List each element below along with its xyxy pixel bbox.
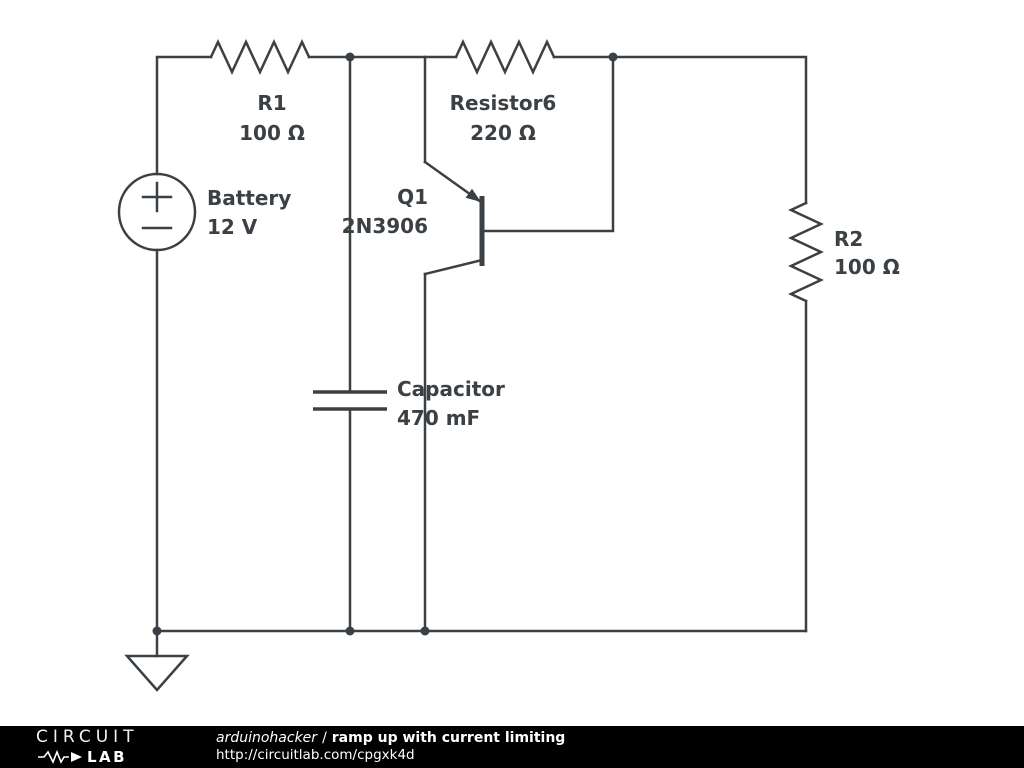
resistor-r1[interactable]: R1 100 Ω	[209, 39, 311, 145]
footer-meta: arduinohacker/ramp up with current limit…	[216, 730, 565, 764]
battery-circle	[117, 172, 197, 252]
wire	[480, 55, 615, 233]
capacitor-value: 470 mF	[397, 406, 480, 430]
logo-lab-text: LAB	[87, 747, 128, 766]
circuitlab-logo[interactable]: CIRCUIT LAB	[36, 726, 188, 766]
battery-value: 12 V	[207, 215, 258, 239]
battery-component[interactable]: Battery 12 V	[117, 172, 291, 252]
ground-triangle-icon	[124, 654, 190, 692]
r1-value: 100 Ω	[239, 121, 305, 145]
circuit-url[interactable]: http://circuitlab.com/cpgxk4d	[216, 747, 415, 764]
q1-value: 2N3906	[342, 214, 428, 238]
r2-label: R2	[834, 227, 863, 251]
collector-lead	[423, 258, 484, 276]
resistor6-label: Resistor6	[450, 91, 557, 115]
footer-bar: CIRCUIT LAB arduinohacker/ramp up with c…	[0, 726, 1024, 768]
schematic-canvas: Battery 12 V R1 100 Ω Resistor6 220 Ω Q1…	[117, 39, 900, 692]
resistor-r2[interactable]: R2 100 Ω	[788, 201, 900, 303]
resistor6-value: 220 Ω	[470, 121, 536, 145]
transistor-q1[interactable]: Q1 2N3906	[342, 160, 485, 276]
r1-label: R1	[257, 91, 286, 115]
junction-dots	[152, 52, 618, 636]
logo-waveform-icon	[38, 749, 82, 764]
battery-label: Battery	[207, 186, 291, 210]
logo-circuit-text: CIRCUIT	[36, 726, 139, 747]
wire	[552, 55, 808, 205]
junction-dot	[152, 626, 162, 636]
capacitor-component[interactable]: Capacitor 470 mF	[313, 377, 505, 430]
junction-dot	[608, 52, 618, 62]
resistor-r6[interactable]: Resistor6 220 Ω	[450, 39, 557, 145]
q1-label: Q1	[397, 185, 428, 209]
junction-dot	[420, 626, 430, 636]
capacitor-label: Capacitor	[397, 377, 505, 401]
r2-value: 100 Ω	[834, 255, 900, 279]
wire	[155, 55, 213, 176]
junction-dot	[345, 626, 355, 636]
resistor-zigzag	[788, 201, 824, 303]
ground-symbol[interactable]	[124, 654, 190, 692]
resistor-zigzag	[209, 39, 311, 75]
emitter-arrow-icon	[465, 188, 481, 202]
byline-separator: /	[322, 729, 327, 746]
resistor-zigzag	[454, 39, 556, 75]
battery-plus-icon	[141, 181, 173, 213]
circuit-title: ramp up with current limiting	[331, 729, 566, 746]
wires	[155, 55, 808, 658]
junction-dot	[345, 52, 355, 62]
circuit-byline: arduinohacker/ramp up with current limit…	[216, 730, 565, 748]
author-name: arduinohacker	[216, 729, 318, 746]
